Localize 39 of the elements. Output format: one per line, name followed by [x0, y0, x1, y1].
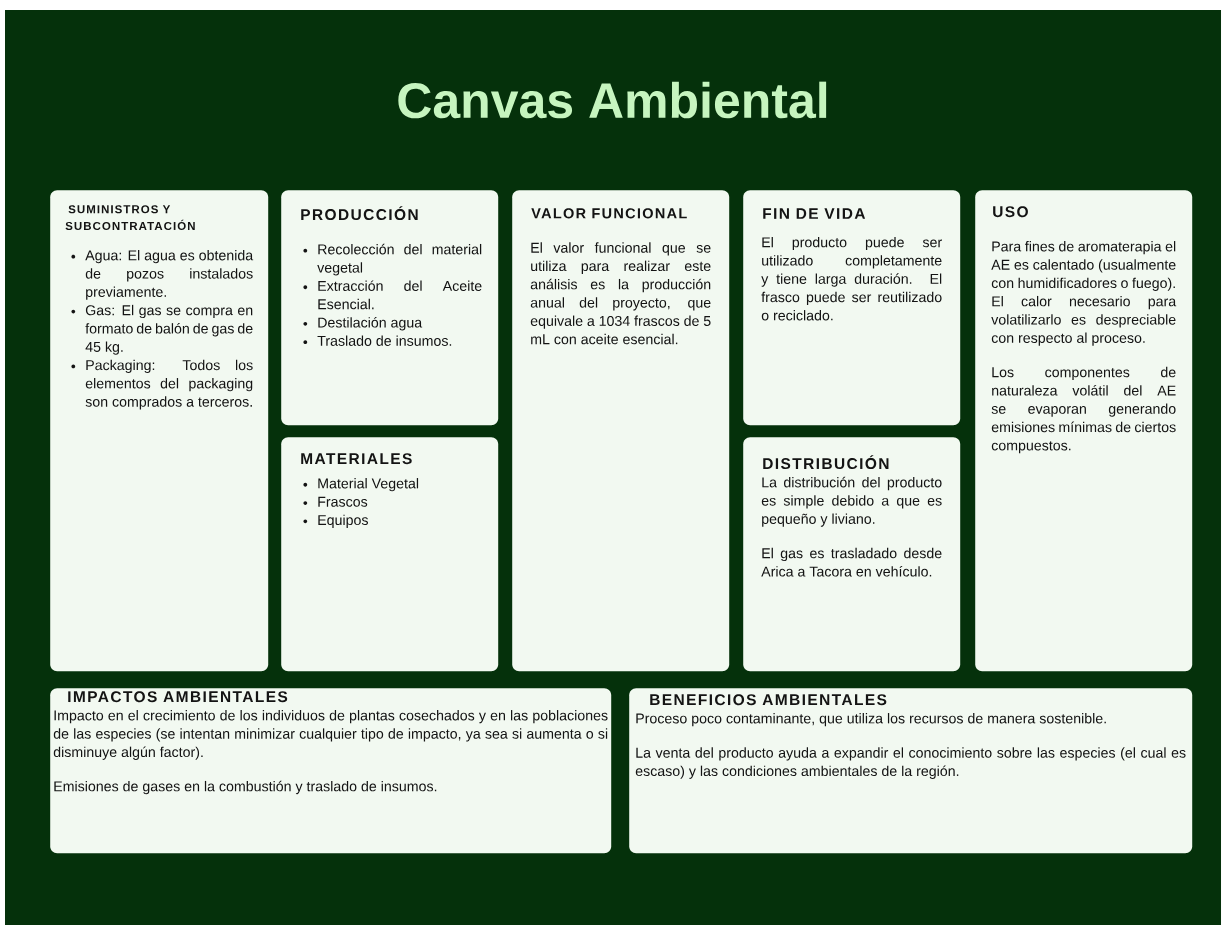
card-heading: VALOR FUNCIONAL	[531, 208, 687, 219]
card	[50, 688, 612, 854]
card-text: Proceso poco contaminante, que utiliza los recursos de manera sostenible.	[636, 713, 1106, 727]
card-heading: USO	[993, 206, 1028, 218]
card-heading: BENEFICIOS AMBIENTALES	[650, 694, 887, 706]
card	[281, 437, 499, 672]
card	[512, 190, 730, 672]
card	[50, 190, 269, 672]
title: Canvas Ambiental	[398, 81, 827, 119]
list-item: Destilación agua	[303, 317, 423, 331]
card	[281, 190, 499, 426]
card-text: La distribución del producto es simple debido a que es pequeño y liviano.	[761, 476, 942, 527]
card-text: Los componentes de naturaleza volátil del AE se evaporan generando emisiones mínimas de ciertos compuestos.	[991, 366, 1176, 454]
list-item: Agua: El agua es obtenida de pozos instalados previamente.	[71, 249, 254, 300]
list-item: Recolección del material vegetal	[303, 243, 482, 276]
list-item: Equipos	[303, 514, 368, 528]
card-text: Impacto en el crecimiento de los individuos de plantas cosechados y en las poblaciones de las especies (se intentan minimizar cualquier tipo de impacto, ya sea si aumenta o si disminuye algún factor).	[53, 710, 608, 760]
list-item: Gas: El gas se compra en formato de balón de gas de 45 kg.	[71, 304, 253, 355]
card	[743, 190, 961, 426]
card-heading: MATERIALES	[301, 453, 412, 465]
card	[975, 190, 1193, 672]
card	[743, 437, 961, 672]
card-heading: FIN DE VIDA	[763, 208, 866, 219]
list-item: Extracción del Aceite Esencial.	[303, 280, 482, 310]
card-text: El gas es trasladado desde Arica a Tacora en vehículo.	[761, 547, 942, 577]
list-item: Frascos	[303, 496, 368, 507]
list-item: Packaging: Todos los elementos del packaging son comprados a terceros.	[71, 359, 253, 410]
card-heading: DISTRIBUCIÓN	[763, 455, 889, 470]
card-heading: IMPACTOS AMBIENTALES	[68, 691, 288, 703]
card-text: Emisiones de gases en la combustión y traslado de insumos.	[54, 780, 437, 795]
list-item: Traslado de insumos.	[303, 335, 452, 346]
card-heading: SUMINISTROS Y SUBCONTRATACIÓN	[65, 205, 195, 231]
card-text: La venta del producto ayuda a expandir el conocimiento sobre las especies (el cual es escaso) y las condiciones ambientales de la región.	[635, 747, 1186, 779]
list-item: Material Vegetal	[303, 478, 419, 492]
card	[629, 688, 1193, 854]
card-text: El producto puede ser utilizado completamente y tiene larga duración. El frasco puede ser reutilizado o reciclado.	[761, 236, 942, 321]
card-text: Para fines de aromaterapia el AE es calentado (usualmente con humidificadores o fuego). El calor necesario para volatilizarlo es despreciable con respecto al proceso.	[991, 241, 1177, 346]
card-heading: PRODUCCIÓN	[301, 206, 418, 221]
card-text: El valor funcional que se utiliza para realizar este análisis es la producción anual del proyecto, que equivale a 1034 frascos de 5 mL con aceite esencial.	[530, 242, 711, 345]
